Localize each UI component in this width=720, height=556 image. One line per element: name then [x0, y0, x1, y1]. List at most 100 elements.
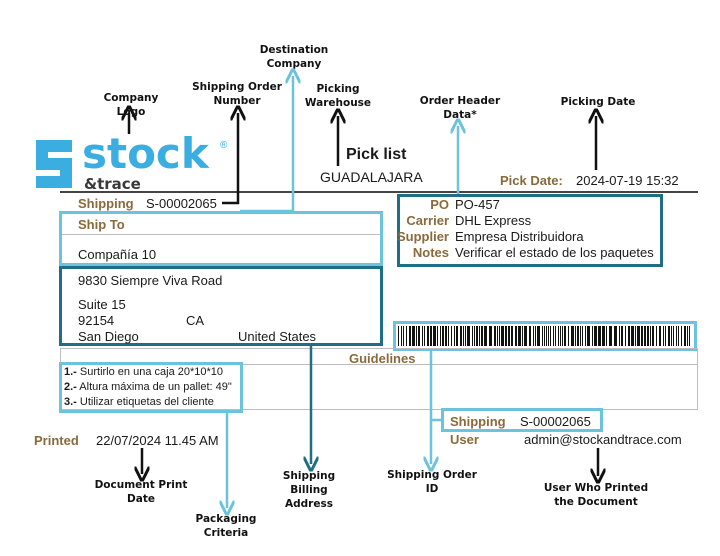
barcode-bar [652, 326, 654, 346]
barcode-bar [562, 326, 563, 346]
shipping-barcode [398, 326, 690, 346]
ship-to-company: Compañía 10 [78, 247, 157, 262]
barcode-bar [637, 326, 640, 346]
barcode-bar [644, 326, 646, 346]
guideline-text: Utilizar etiquetas del cliente [79, 396, 214, 408]
po-label: PO [430, 197, 449, 212]
logo-wordmark: stock [82, 129, 209, 178]
barcode-bar [602, 326, 605, 346]
shipping-order-id-box [441, 408, 603, 432]
order-header-row-supplier: Supplier Empresa Distribuidora [396, 229, 660, 245]
callout-picking-date: Picking Date [560, 96, 636, 108]
order-header-row-carrier: Carrier DHL Express [400, 213, 660, 229]
footer-shipping-label: Shipping [450, 414, 506, 429]
address-state: CA [186, 313, 205, 328]
barcode-bar [454, 326, 455, 346]
barcode-bar [494, 326, 496, 346]
barcode-bar [659, 326, 661, 346]
address-city: San Diego [78, 329, 139, 344]
pick-date-label: Pick Date: [500, 173, 563, 188]
ship-to-divider [62, 234, 380, 235]
callout-picking-warehouse: Picking Warehouse [304, 83, 372, 109]
guideline-item: 3.- Utilizar etiquetas del cliente [64, 396, 214, 408]
barcode-bar [585, 326, 586, 346]
barcode-bar [635, 326, 636, 346]
barcode-bar [650, 326, 651, 346]
barcode-bar [656, 326, 657, 346]
barcode-bar [628, 326, 630, 346]
barcode-bar [614, 326, 617, 346]
barcode-bar [511, 326, 513, 346]
footer-shipping-value: S-00002065 [520, 414, 591, 429]
callout-user-who-printed: User Who Printed the Document [543, 482, 649, 508]
supplier-label: Supplier [396, 229, 449, 244]
ship-to-heading: Ship To [78, 217, 125, 232]
barcode-bar [689, 326, 690, 346]
barcode-bar [442, 326, 444, 346]
callout-shipping-order-number: Shipping Order Number [192, 81, 282, 107]
billing-address-box [59, 266, 383, 346]
barcode-bar [577, 326, 579, 346]
guideline-item: 1.- Surtirlo en una caja 20*10*10 [64, 366, 223, 378]
callout-company-logo: Company Logo [103, 92, 159, 118]
user-label: User [450, 432, 479, 447]
barcode-bar [406, 326, 407, 346]
barcode-bar [522, 326, 523, 346]
barcode-bar [409, 326, 411, 346]
barcode-bar [678, 326, 679, 346]
guideline-num: 2.- [64, 381, 77, 393]
barcode-bar [481, 326, 483, 346]
barcode-bar [467, 326, 470, 346]
barcode-bar [619, 326, 620, 346]
shipping-order-number: S-00002065 [146, 196, 217, 211]
barcode-bar [544, 326, 545, 346]
guideline-text: Altura máxima de un pallet: 49" [79, 381, 232, 393]
barcode-bar [422, 326, 423, 346]
barcode-bar [621, 326, 623, 346]
barcode-bar [472, 326, 473, 346]
barcode-bar [440, 326, 441, 346]
user-value: admin@stockandtrace.com [524, 432, 682, 447]
barcode-bar [437, 326, 438, 346]
barcode-bar [681, 326, 682, 346]
barcode-bar [497, 326, 498, 346]
barcode-bar [416, 326, 417, 346]
barcode-bar [671, 326, 672, 346]
barcode-bar [499, 326, 500, 346]
barcode-bar [560, 326, 561, 346]
order-header-box [397, 194, 663, 267]
barcode-bar [668, 326, 670, 346]
barcode-bar [535, 326, 536, 346]
barcode-bar [448, 326, 449, 346]
barcode-bar [647, 326, 649, 346]
barcode-bar [606, 326, 607, 346]
printed-label: Printed [34, 433, 79, 448]
barcode-bar [558, 326, 559, 346]
barcode-bar [524, 326, 527, 346]
barcode-bar [555, 326, 556, 346]
address-street: 9830 Siempre Viva Road [78, 273, 223, 288]
barcode-bar [479, 326, 480, 346]
callout-shipping-order-id: Shipping Order ID [387, 469, 477, 495]
page-title: Pick list [346, 146, 407, 163]
shipping-label: Shipping [78, 196, 134, 211]
callout-shipping-billing-address: Shipping Billing Address [282, 470, 336, 510]
printed-date: 22/07/2024 11.45 AM [96, 433, 219, 448]
guideline-item: 2.- Altura máxima de un pallet: 49" [64, 381, 232, 393]
barcode-bar [456, 326, 458, 346]
order-header-row-notes: Notes Verificar el estado de los paquete… [400, 245, 660, 261]
barcode-bar [465, 326, 466, 346]
barcode-bar [687, 326, 688, 346]
carrier-value: DHL Express [455, 213, 532, 228]
barcode-bar [592, 326, 593, 346]
supplier-value: Empresa Distribuidora [455, 229, 584, 244]
notes-value: Verificar el estado de los paquetes [455, 245, 654, 260]
barcode-bar [631, 326, 634, 346]
barcode-bar [424, 326, 425, 346]
barcode-bar [463, 326, 464, 346]
barcode-bar [418, 326, 420, 346]
barcode-bar [575, 326, 576, 346]
barcode-bar [401, 326, 402, 346]
callout-destination-company: Destination Company [259, 44, 329, 70]
logo-subtitle: &trace [84, 175, 141, 193]
